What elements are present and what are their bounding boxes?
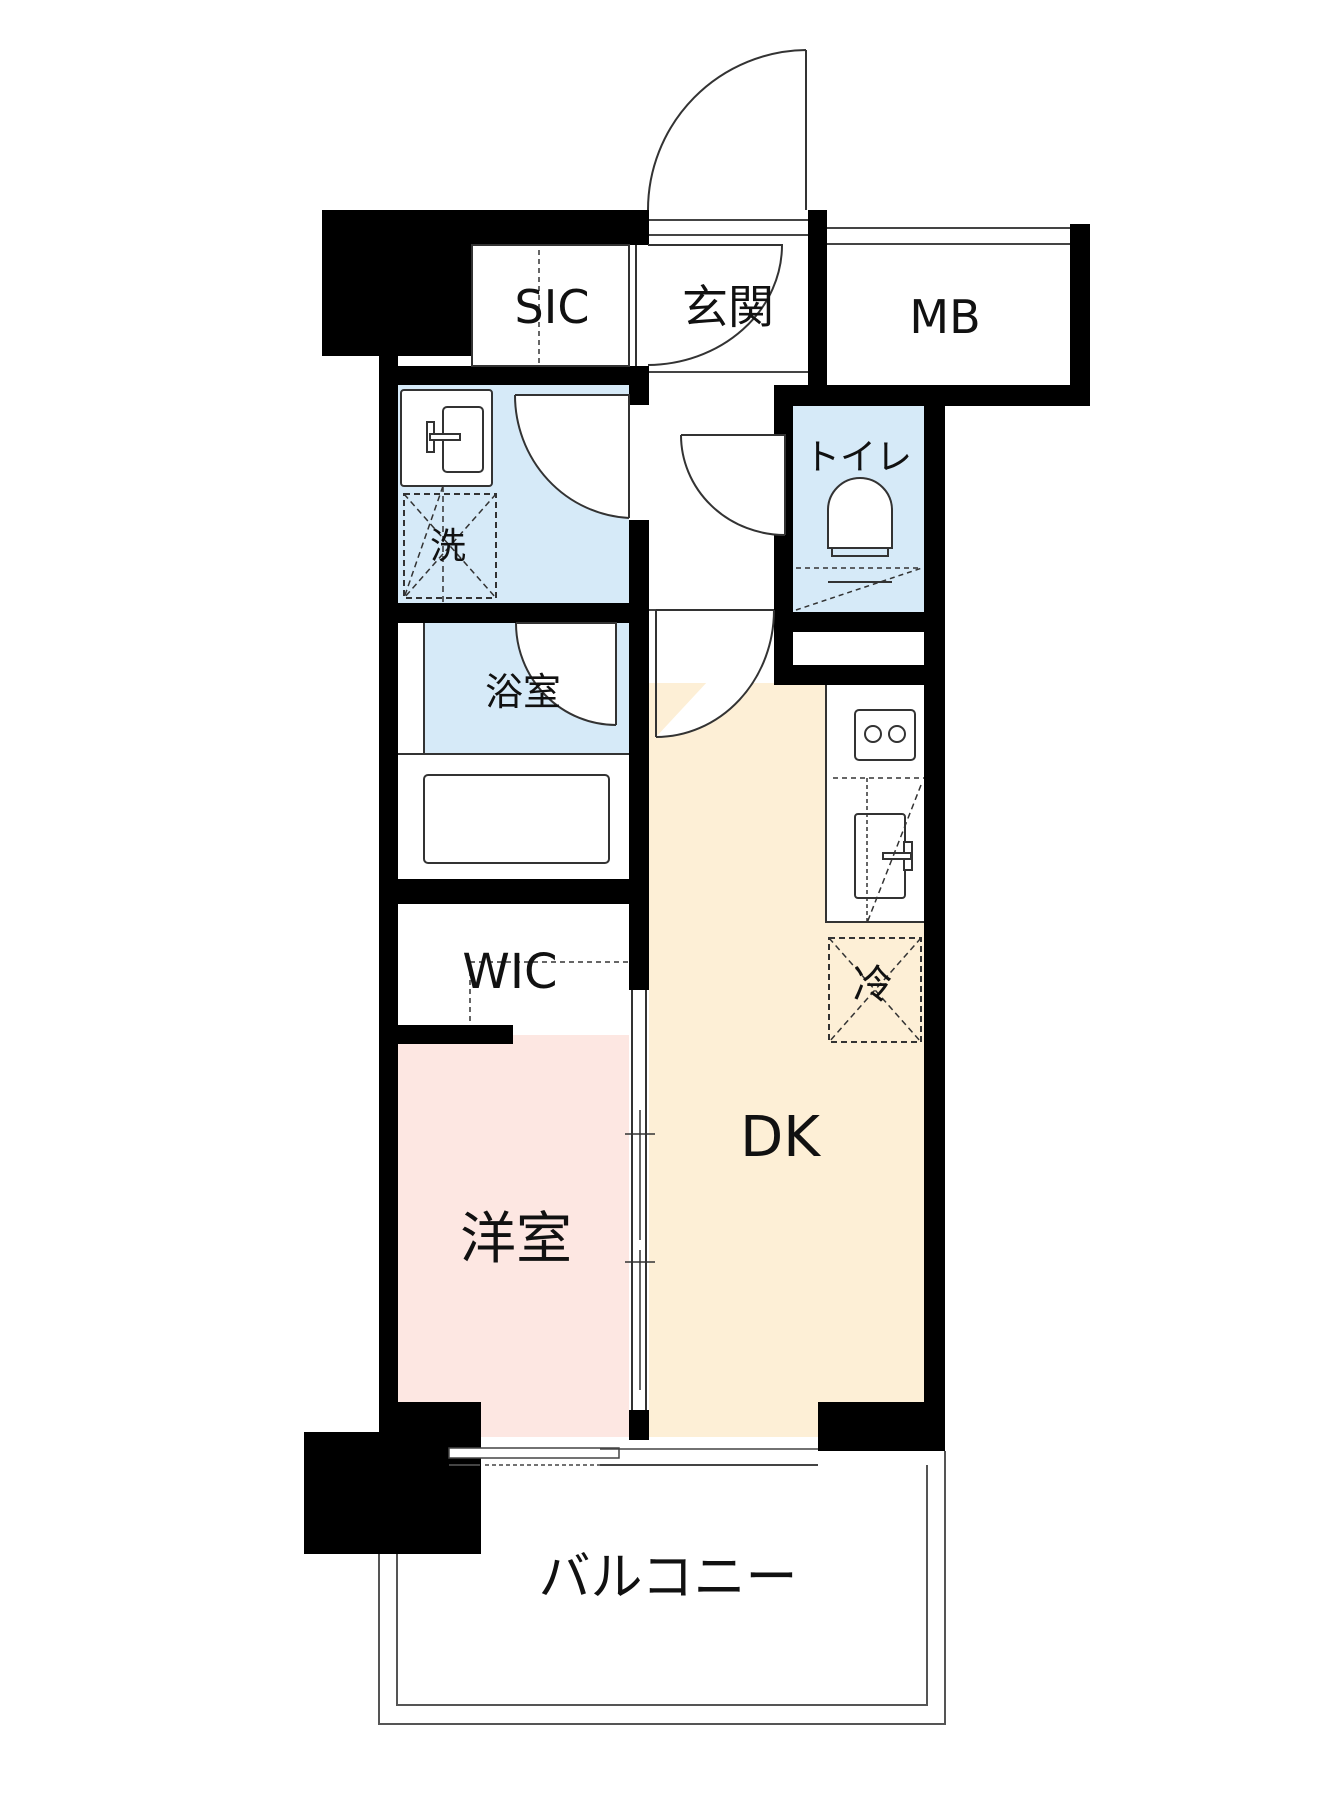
- wall-central-mid: [629, 520, 649, 610]
- wall-bottom-left-column: [379, 1402, 481, 1452]
- room-label-washing-machine: 洗: [429, 526, 467, 567]
- room-label-toilet: トイレ: [803, 437, 913, 478]
- wall-genkan-right: [808, 210, 827, 385]
- western-room-area: [398, 1035, 629, 1437]
- room-label-bath: 浴室: [484, 670, 562, 714]
- wall-toilet-bottom: [774, 612, 924, 632]
- wall-right-outer: [924, 385, 945, 1451]
- wall-sic-bottom: [379, 366, 649, 385]
- room-label-wic: WIC: [462, 944, 558, 1000]
- wall-wash-bath: [379, 603, 629, 623]
- room-label-balcony: バルコニー: [538, 1548, 798, 1608]
- room-label-western: 洋室: [460, 1207, 572, 1272]
- wall-shelf-bottom: [774, 665, 924, 685]
- room-label-genkan: 玄関: [682, 280, 774, 334]
- wall-bath-wic: [379, 879, 649, 904]
- room-label-sic: SIC: [514, 280, 590, 334]
- room-label-fridge: 冷: [853, 962, 893, 1008]
- wall-central-bottom: [629, 1410, 649, 1440]
- wall-top-left-column: [322, 210, 472, 356]
- room-label-mb: MB: [909, 290, 981, 344]
- shelf: [793, 632, 924, 665]
- wall-mb-right: [1070, 224, 1090, 406]
- wall-wic-stub: [379, 1025, 513, 1044]
- wall-central-upper: [629, 385, 649, 405]
- wall-bottom-right-column: [818, 1402, 945, 1451]
- room-label-dk: DK: [740, 1105, 820, 1170]
